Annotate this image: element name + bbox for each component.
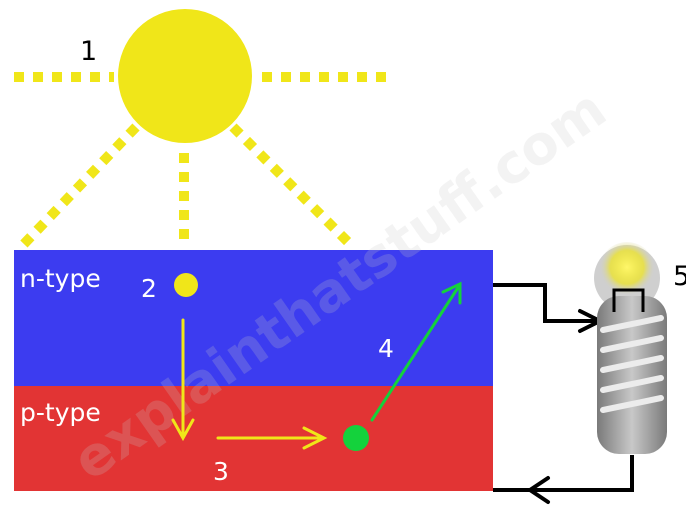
electron-dot [174, 273, 198, 297]
wire-bottom [493, 455, 634, 492]
step-4-label: 4 [378, 334, 394, 363]
ray-down-left [18, 123, 140, 250]
step-2-label: 2 [141, 274, 157, 303]
electron-down-arrow [171, 318, 195, 442]
wire-bottom-arrowhead [526, 476, 550, 504]
n-type-label: n-type [20, 264, 101, 293]
electron-up-arrow [370, 281, 462, 422]
wire-top [493, 283, 598, 323]
sun-rays [14, 72, 392, 250]
circuit-wires [493, 283, 634, 492]
step-1-label: 1 [80, 36, 97, 67]
bulb-threads [600, 315, 664, 413]
n-type-layer [14, 250, 493, 386]
bulb-glow [599, 242, 655, 298]
electron-right-arrow [216, 426, 328, 450]
wire-arrowheads [526, 309, 605, 504]
step-5-label: 5 [673, 261, 686, 292]
p-type-label: p-type [20, 398, 101, 427]
bulb-filament [612, 288, 645, 312]
bulb-base [597, 296, 667, 454]
step-3-label: 3 [213, 457, 229, 486]
electron-hole-dot [343, 425, 369, 451]
sun-icon [118, 9, 252, 143]
light-bulb-icon [594, 242, 667, 454]
ray-down-right [229, 123, 356, 250]
